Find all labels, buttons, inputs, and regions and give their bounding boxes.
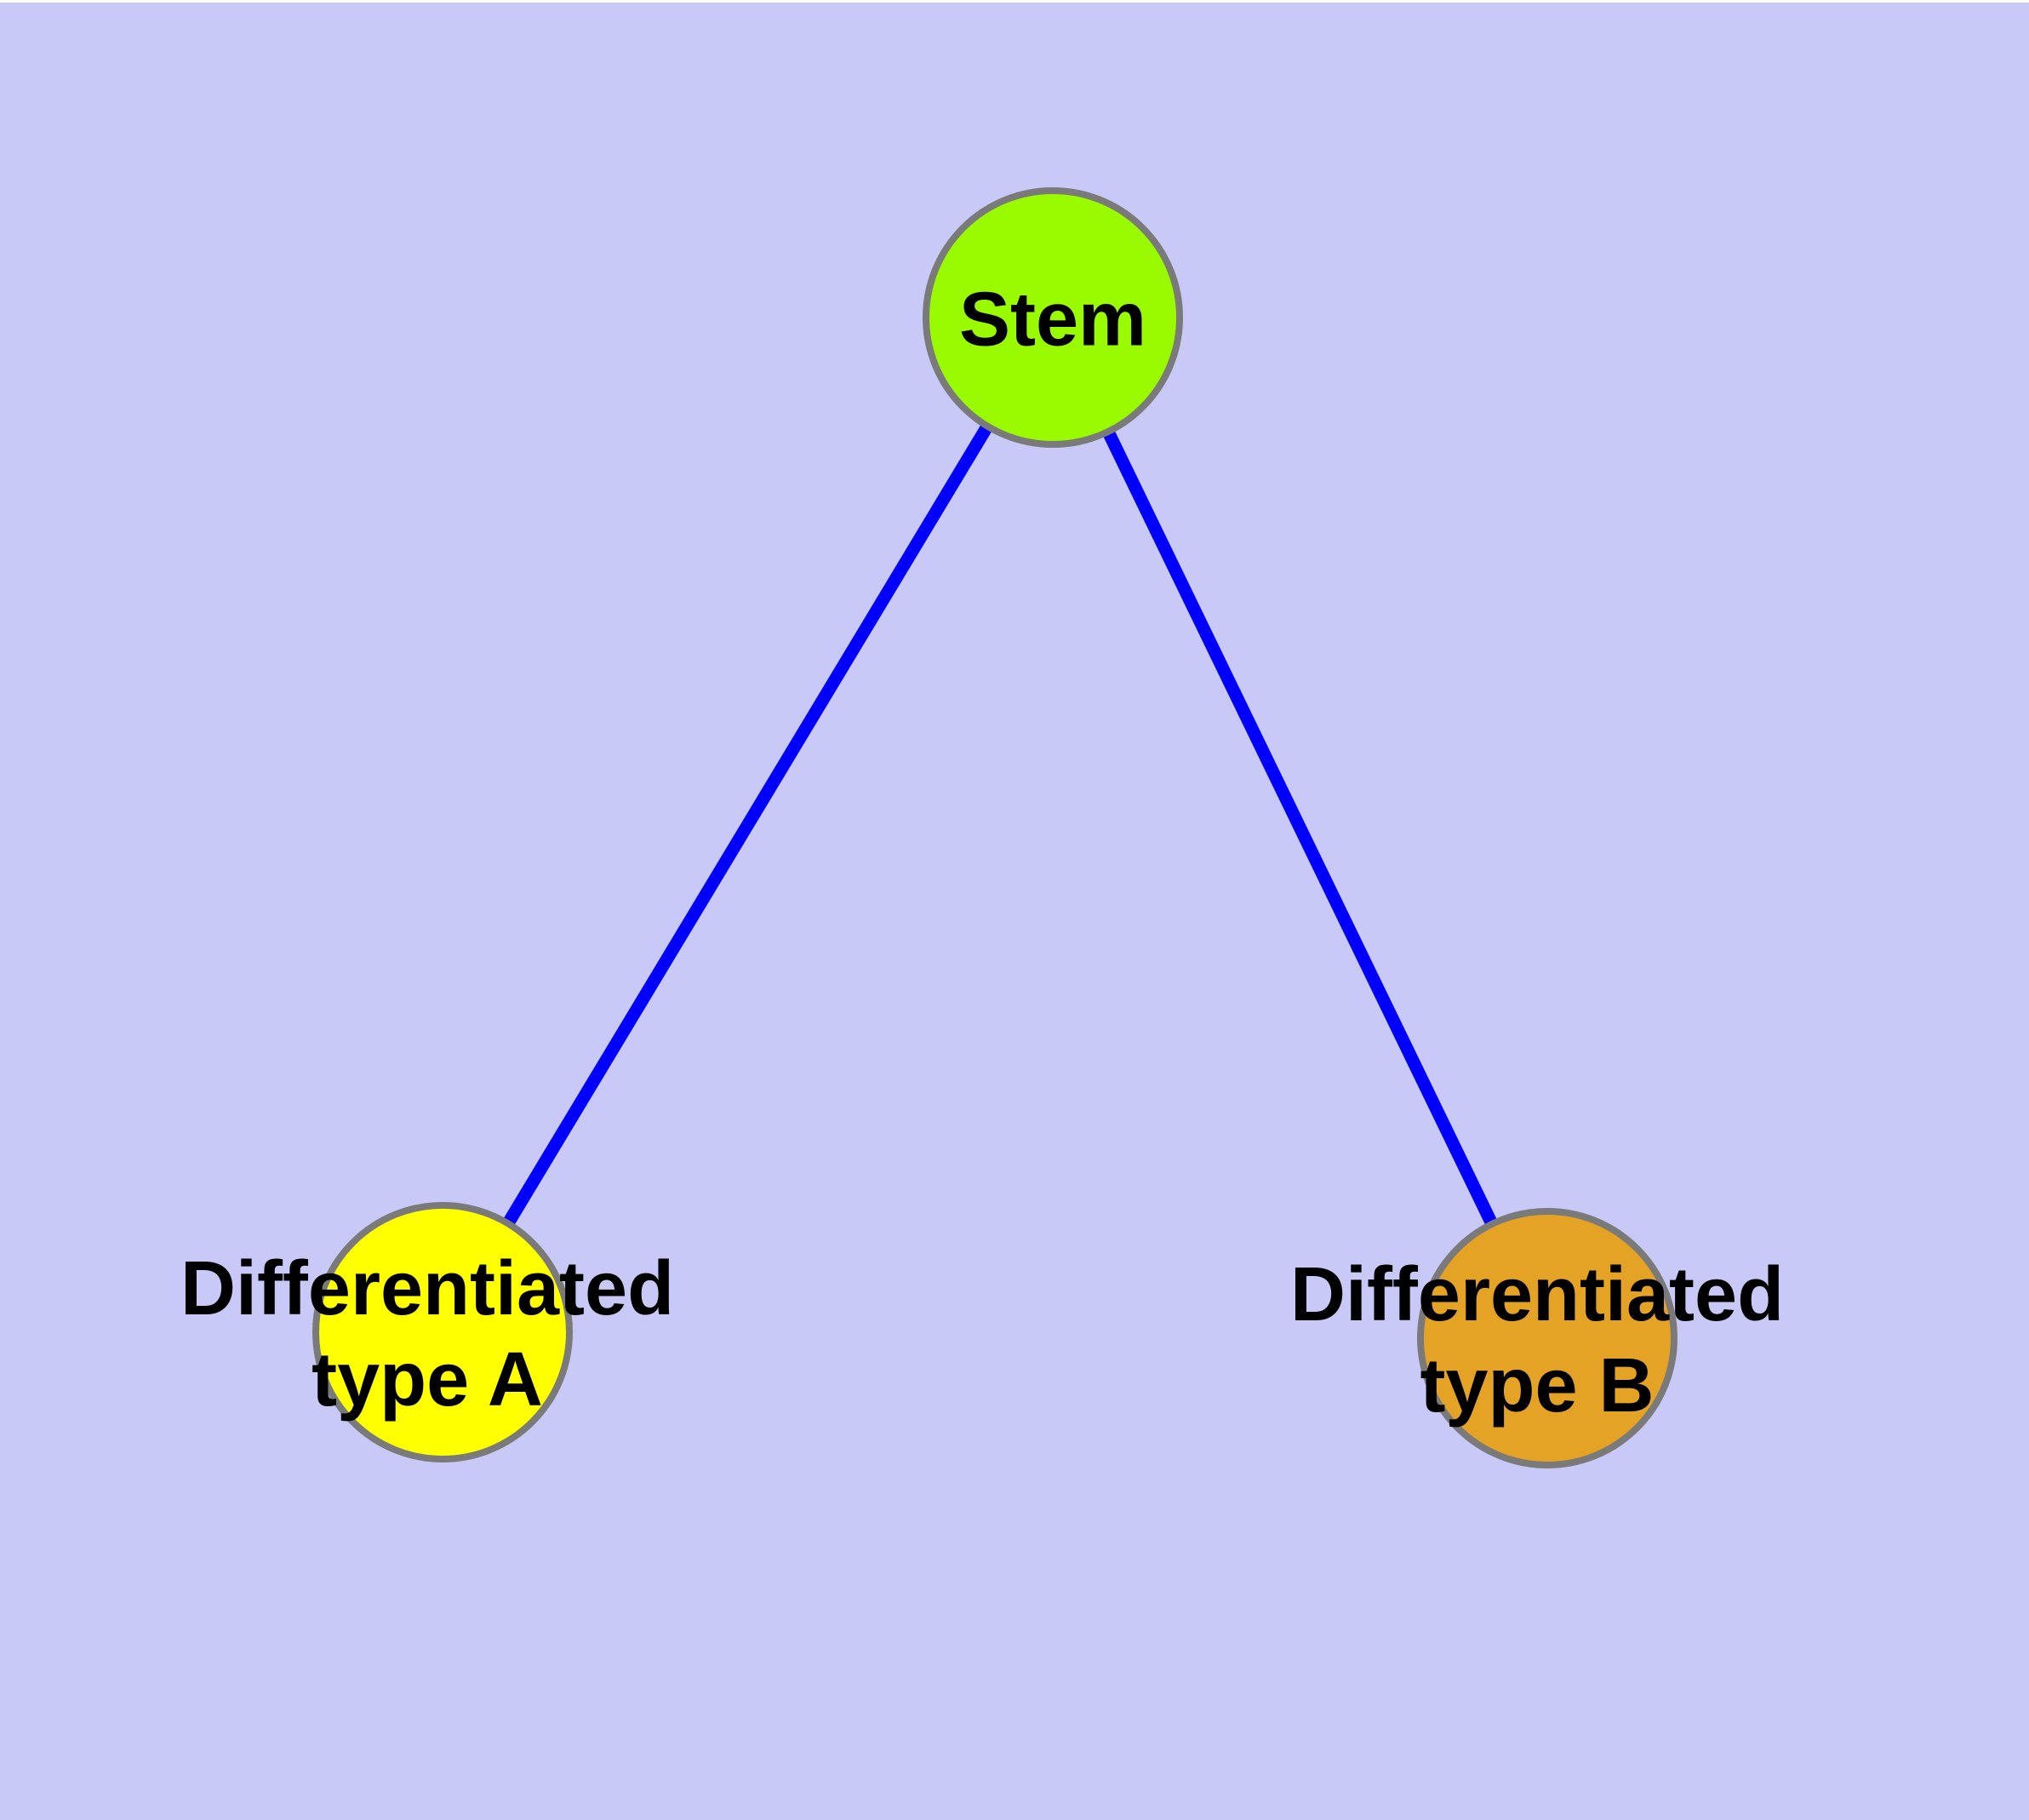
edge-stem-to-type-b [1047, 314, 1553, 1342]
node-differentiated-type-a[interactable] [312, 1202, 573, 1462]
node-differentiated-type-b[interactable] [1417, 1208, 1677, 1468]
top-margin [0, 0, 2029, 3]
edge-stem-to-type-a [437, 314, 1059, 1336]
node-stem[interactable] [923, 187, 1183, 448]
